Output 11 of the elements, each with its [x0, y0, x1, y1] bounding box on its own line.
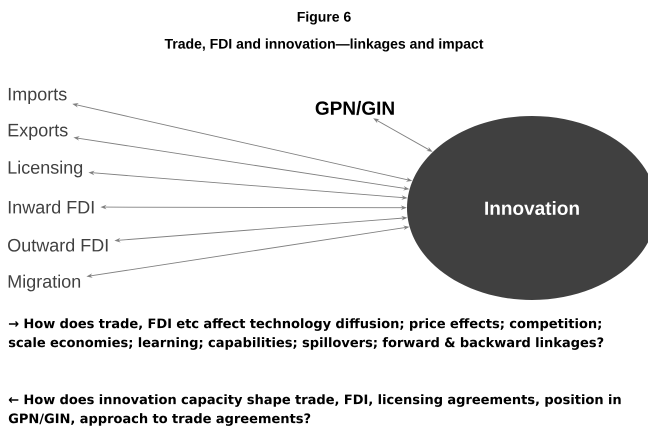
list-item: Exports	[8, 124, 68, 140]
figure-caption: Trade, FDI and innovation—linkages and impact	[164, 38, 484, 52]
list-item: Inward FDI	[8, 200, 94, 214]
list-item: Licensing	[8, 160, 82, 178]
list-item: Migration	[8, 274, 80, 292]
figure-title: Figure 6	[298, 11, 351, 25]
list-item: Outward FDI	[8, 238, 108, 252]
question-note: → How does trade, FDI etc affect technology diffusion; price effects; competition; scale economies; learning; capabilities; spillovers; forward & backward linkages?	[8, 318, 604, 350]
list-item: Imports	[8, 88, 67, 104]
question-note: ← How does innovation capacity shape trade, FDI, licensing agreements, position in GPN/GIN, approach to trade agreements?	[8, 394, 621, 426]
network-label: GPN/GIN	[316, 100, 394, 116]
